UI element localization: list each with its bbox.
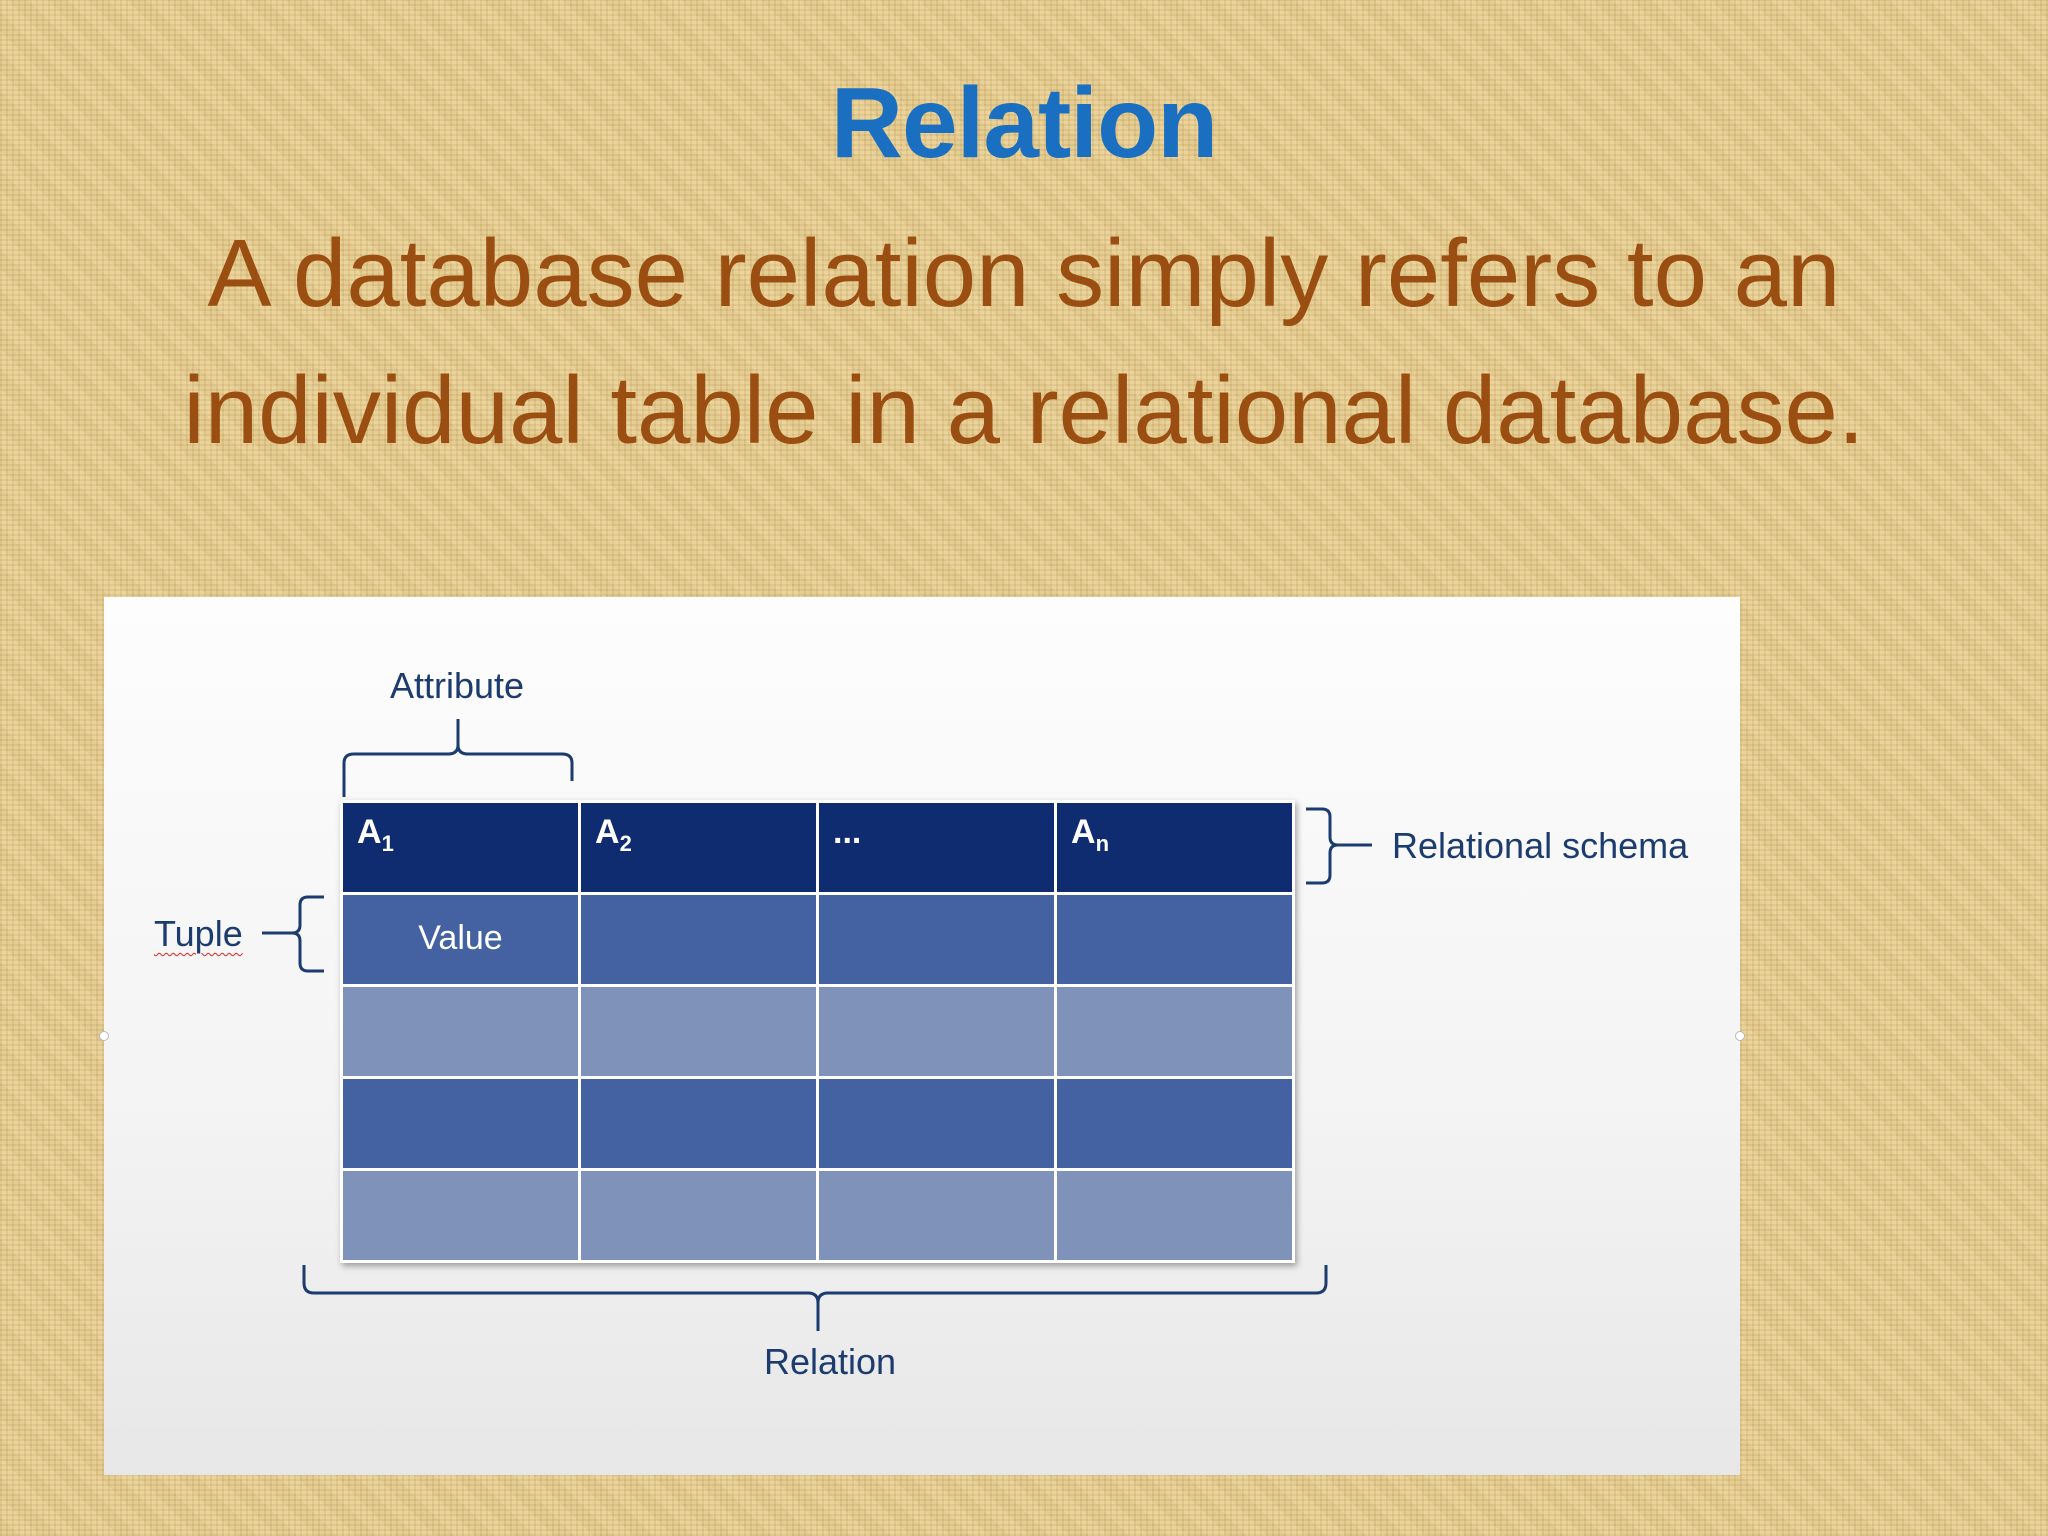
table-cell <box>581 1079 816 1168</box>
header-an-base: A <box>1071 813 1096 851</box>
header-a2-base: A <box>595 813 620 851</box>
value-cell-text: Value <box>418 919 503 957</box>
header-an-sub: n <box>1095 831 1110 856</box>
slide-title: Relation <box>830 67 1218 179</box>
table-cell <box>1057 1079 1292 1168</box>
table-cell <box>343 1171 578 1260</box>
table-cell <box>581 987 816 1076</box>
brace-lines <box>262 719 1372 1331</box>
relation-label: Relation <box>764 1341 897 1382</box>
header-cell-ellipsis: ... <box>819 803 1054 892</box>
header-a2-sub: 2 <box>619 831 632 856</box>
table-cell <box>819 1079 1054 1168</box>
table-cell <box>581 895 816 984</box>
table-cell <box>1057 987 1292 1076</box>
table-cell <box>581 1171 816 1260</box>
relational-schema-label: Relational schema <box>1392 825 1689 866</box>
header-cell-a2: A2 <box>581 803 816 892</box>
tuple-brace <box>262 895 324 973</box>
attribute-brace <box>342 719 574 797</box>
relation-diagram: Attribute Relational schema Tuple Relati… <box>99 597 1745 1475</box>
table-cell <box>819 1171 1054 1260</box>
table-cell <box>819 987 1054 1076</box>
table-cell <box>1057 895 1292 984</box>
table-cell <box>343 1079 578 1168</box>
header-cell-a1: A1 <box>343 803 578 892</box>
attribute-label: Attribute <box>390 665 525 706</box>
slide-body-text: A database relation simply refers to an … <box>183 220 1865 464</box>
relation-table: A1 A2 ... An Value <box>340 800 1295 1263</box>
header-a1-base: A <box>357 813 382 851</box>
header-ellipsis-text: ... <box>833 813 862 851</box>
tuple-label: Tuple <box>154 913 243 954</box>
table-cell <box>343 987 578 1076</box>
header-a1-sub: 1 <box>381 831 394 856</box>
table-cell: Value <box>343 895 578 984</box>
resize-handle-left[interactable] <box>99 1031 109 1041</box>
table-cell <box>819 895 1054 984</box>
schema-brace <box>1306 807 1372 885</box>
resize-handle-right[interactable] <box>1735 1031 1745 1041</box>
relation-brace <box>302 1265 1328 1331</box>
table-cell <box>1057 1171 1292 1260</box>
header-cell-an: An <box>1057 803 1292 892</box>
